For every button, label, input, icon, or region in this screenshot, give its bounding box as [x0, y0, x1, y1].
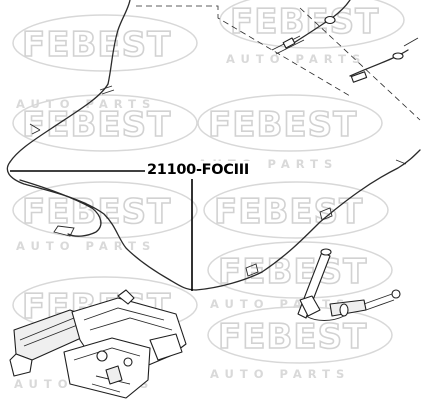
watermark-tile: FEBEST AUTO PARTS	[12, 14, 198, 111]
watermark-tile: FEBEST	[12, 94, 198, 152]
handbrake-lever-assembly	[9, 289, 187, 399]
rear-cable-upper-section	[9, 0, 421, 163]
watermark-brand: FEBEST	[22, 105, 171, 145]
watermark-brand: FEBEST	[208, 105, 357, 145]
cable-adjuster-rod	[297, 248, 401, 321]
watermark-tile: FEBEST	[203, 181, 389, 239]
watermark-tagline: AUTO PARTS	[226, 52, 366, 66]
watermark-brand: FEBEST	[22, 25, 171, 65]
part-number-label: 21100-FOCIII	[145, 161, 251, 179]
watermark-tagline: AUTO PARTS	[16, 239, 156, 253]
watermark-brand: FEBEST	[214, 192, 363, 232]
watermark-brand: FEBEST	[22, 192, 171, 232]
watermark-tile: FEBEST AUTO PARTS	[207, 241, 393, 311]
watermark-tile: FEBEST AUTO PARTS	[219, 0, 405, 66]
watermark-brand: FEBEST	[218, 252, 367, 292]
watermark-tile: FEBEST AUTO PARTS	[12, 181, 198, 253]
watermark-brand: FEBEST	[218, 317, 367, 357]
watermark-tagline: AUTO PARTS	[210, 367, 350, 381]
main-brake-cable	[6, 123, 421, 291]
watermark-tile: FEBEST AUTO PARTS	[207, 306, 393, 381]
